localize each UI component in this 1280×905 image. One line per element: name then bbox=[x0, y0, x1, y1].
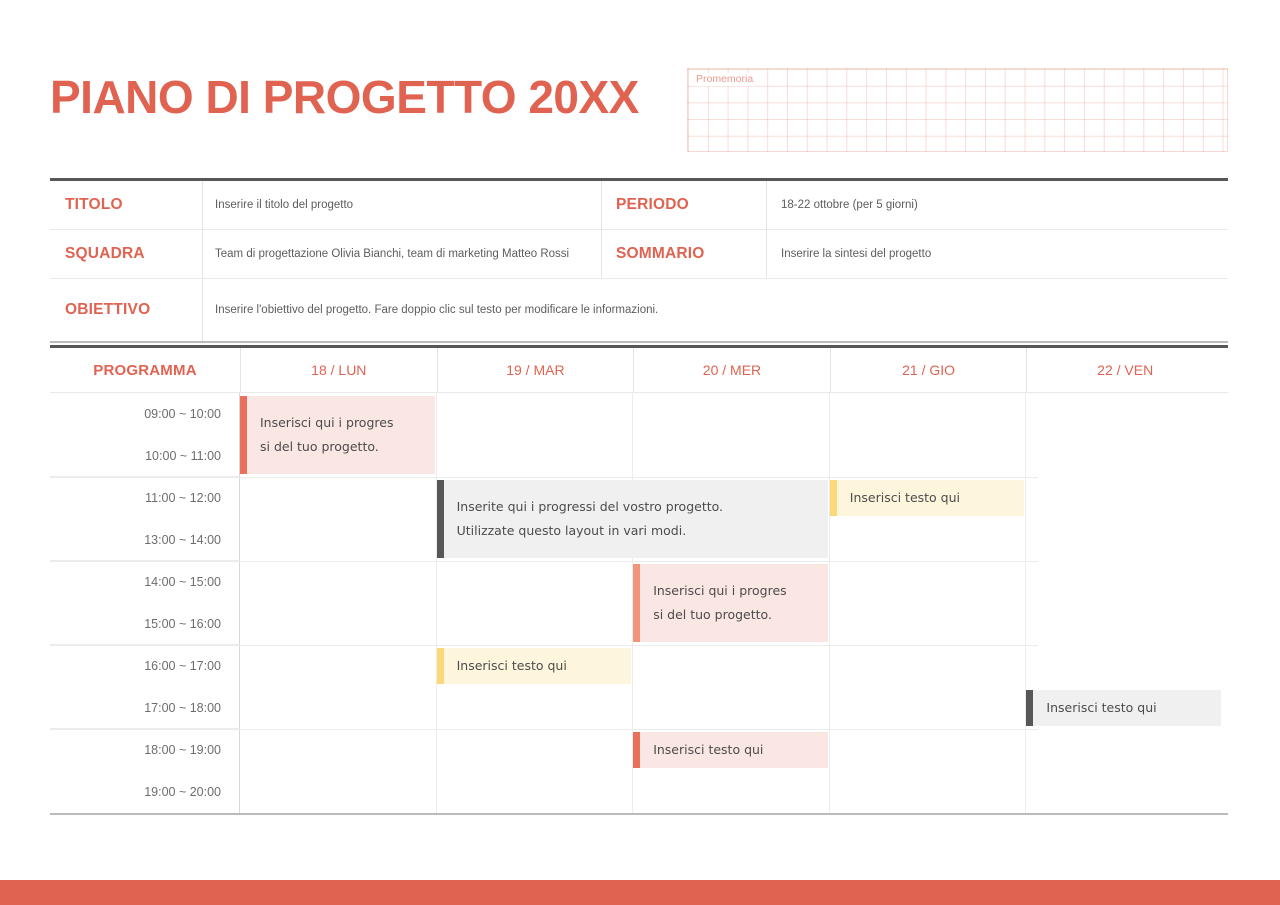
event-text-line-0: Inserisci qui i progres bbox=[653, 582, 787, 598]
project-info-table: TITOLO Inserire il titolo del progetto P… bbox=[50, 178, 1228, 343]
info-value-sommario[interactable]: Inserire la sintesi del progetto bbox=[781, 248, 932, 260]
info-row-obiettivo: OBIETTIVO Inserire l'obiettivo del proge… bbox=[50, 279, 1228, 341]
footer-accent-bar bbox=[0, 880, 1280, 905]
schedule-header-row: PROGRAMMA 18 / LUN 19 / MAR 20 / MER 21 … bbox=[50, 348, 1228, 393]
event-accent-bar bbox=[1026, 690, 1034, 726]
info-label-obiettivo: OBIETTIVO bbox=[50, 279, 203, 341]
event-tue-late[interactable]: Inserisci testo qui bbox=[436, 648, 632, 684]
schedule-day-column-2[interactable] bbox=[633, 393, 830, 813]
schedule-day-column-4[interactable] bbox=[1026, 393, 1223, 813]
time-slot-0: 09:00 ~ 10:00 bbox=[144, 407, 221, 421]
schedule-time-column: 09:00 ~ 10:00 10:00 ~ 11:00 11:00 ~ 12:0… bbox=[50, 393, 240, 813]
event-accent-bar bbox=[436, 648, 444, 684]
schedule-day-columns bbox=[240, 393, 1228, 813]
schedule-day-header-1[interactable]: 19 / MAR bbox=[436, 348, 634, 392]
info-label-periodo: PERIODO bbox=[601, 181, 767, 229]
info-row-titolo: TITOLO Inserire il titolo del progetto P… bbox=[50, 181, 1228, 230]
event-accent-bar bbox=[633, 732, 641, 768]
event-accent-bar bbox=[633, 564, 641, 642]
time-slot-2: 11:00 ~ 12:00 bbox=[145, 491, 221, 505]
schedule-table: PROGRAMMA 18 / LUN 19 / MAR 20 / MER 21 … bbox=[50, 345, 1228, 815]
schedule-hrule-1 bbox=[50, 561, 1038, 562]
schedule-hrule-2 bbox=[50, 645, 1038, 646]
event-wed-evening[interactable]: Inserisci testo qui bbox=[633, 732, 828, 768]
time-slot-1: 10:00 ~ 11:00 bbox=[50, 435, 239, 477]
event-text-line-1: si del tuo progetto. bbox=[260, 439, 379, 454]
info-table-top-rule bbox=[50, 178, 1228, 181]
event-fri-evening[interactable]: Inserisci testo qui bbox=[1026, 690, 1221, 726]
time-slot-3: 13:00 ~ 14:00 bbox=[50, 519, 239, 561]
time-slot-6: 16:00 ~ 17:00 bbox=[144, 659, 221, 673]
schedule-day-header-4[interactable]: 22 / VEN bbox=[1026, 348, 1223, 392]
schedule-day-header-0[interactable]: 18 / LUN bbox=[240, 348, 437, 392]
schedule-day-column-3[interactable] bbox=[830, 393, 1027, 813]
info-row-squadra: SQUADRA Team di progettazione Olivia Bia… bbox=[50, 230, 1228, 279]
event-accent-bar bbox=[240, 396, 247, 474]
page-header: PIANO DI PROGETTO 20XX Promemoria bbox=[0, 0, 1280, 160]
info-label-squadra: SQUADRA bbox=[50, 230, 203, 278]
time-slot-8: 18:00 ~ 19:00 bbox=[144, 743, 221, 757]
schedule-bottom-rule bbox=[50, 813, 1228, 815]
event-text-line-0: Inserite qui i progressi del vostro prog… bbox=[456, 498, 724, 514]
schedule-hrule-0 bbox=[50, 477, 1038, 478]
info-value-titolo[interactable]: Inserire il titolo del progetto bbox=[215, 199, 354, 211]
event-accent-bar bbox=[436, 480, 444, 558]
time-slot-4: 14:00 ~ 15:00 bbox=[144, 575, 221, 589]
schedule-corner-label: PROGRAMMA bbox=[93, 361, 197, 379]
event-text-line-0: Inserisci testo qui bbox=[456, 657, 567, 673]
info-label-sommario: SOMMARIO bbox=[601, 230, 767, 278]
event-text-line-0: Inserisci testo qui bbox=[1046, 699, 1157, 715]
event-accent-bar bbox=[829, 480, 837, 516]
schedule-day-header-3[interactable]: 21 / GIO bbox=[829, 348, 1027, 392]
time-slot-9: 19:00 ~ 20:00 bbox=[144, 785, 221, 799]
info-value-obiettivo[interactable]: Inserire l'obiettivo del progetto. Fare … bbox=[215, 304, 659, 316]
event-text-line-1: Utilizzate questo layout in vari modi. bbox=[456, 523, 687, 538]
event-thu-midday[interactable]: Inserisci testo qui bbox=[829, 480, 1025, 516]
info-value-periodo[interactable]: 18-22 ottobre (per 5 giorni) bbox=[781, 199, 918, 211]
memo-grid-box[interactable]: Promemoria bbox=[687, 68, 1228, 152]
schedule-day-column-1[interactable] bbox=[437, 393, 634, 813]
info-value-squadra[interactable]: Team di progettazione Olivia Bianchi, te… bbox=[215, 248, 570, 260]
schedule-body: 09:00 ~ 10:00 10:00 ~ 11:00 11:00 ~ 12:0… bbox=[50, 393, 1228, 813]
time-slot-5: 15:00 ~ 16:00 bbox=[50, 603, 239, 645]
time-slot-7: 17:00 ~ 18:00 bbox=[50, 687, 239, 729]
event-text-line-1: si del tuo progetto. bbox=[653, 607, 772, 622]
info-label-titolo: TITOLO bbox=[50, 181, 203, 229]
schedule-day-column-0[interactable] bbox=[240, 393, 437, 813]
schedule-top-rule bbox=[50, 345, 1228, 348]
event-tue-wed-midday[interactable]: Inserite qui i progressi del vostro prog… bbox=[436, 480, 828, 558]
memo-label: Promemoria bbox=[694, 73, 756, 86]
info-table-bottom-rule bbox=[50, 341, 1228, 343]
schedule-hrule-3 bbox=[50, 729, 1038, 730]
event-text-line-0: Inserisci testo qui bbox=[653, 741, 764, 757]
event-wed-afternoon[interactable]: Inserisci qui i progres si del tuo proget… bbox=[633, 564, 828, 642]
event-text-line-0: Inserisci testo qui bbox=[849, 489, 961, 505]
event-mon-morning[interactable]: Inserisci qui i progres si del tuo proget… bbox=[240, 396, 435, 474]
schedule-day-header-2[interactable]: 20 / MER bbox=[633, 348, 830, 392]
event-text-line-0: Inserisci qui i progres bbox=[260, 414, 394, 430]
page-title: PIANO DI PROGETTO 20XX bbox=[50, 71, 639, 123]
